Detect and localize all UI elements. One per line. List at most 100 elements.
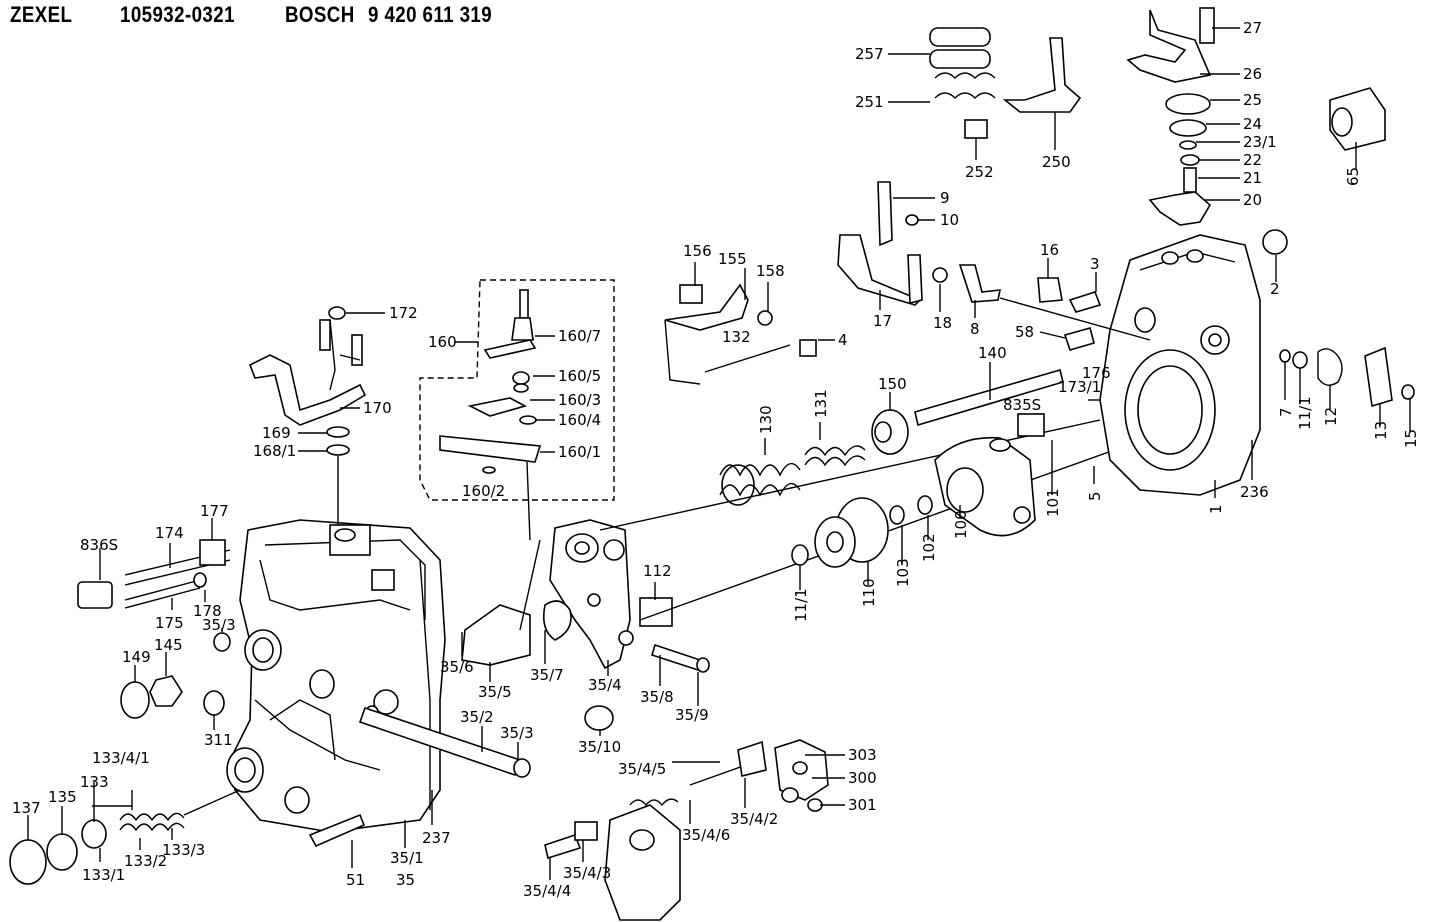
parts-836s-174-178 bbox=[77, 539, 231, 609]
callout-149: 149 bbox=[122, 648, 151, 666]
callout-8: 8 bbox=[970, 320, 980, 338]
callout-23-1: 23/1 bbox=[1243, 133, 1277, 151]
callout-155: 155 bbox=[718, 250, 747, 268]
callout-9: 9 bbox=[940, 189, 950, 207]
callout-130: 130 bbox=[757, 405, 775, 434]
callout-178: 178 bbox=[193, 602, 222, 620]
callout-131: 131 bbox=[812, 389, 830, 418]
pump-housing-rear bbox=[1099, 234, 1261, 496]
callout-835s-rear: 835S bbox=[1003, 396, 1041, 414]
callout-251: 251 bbox=[855, 93, 884, 111]
callout-101: 101 bbox=[1044, 488, 1062, 517]
callout-145: 145 bbox=[154, 636, 183, 654]
callout-11-1-front: 11/1 bbox=[792, 588, 810, 622]
callout-labels: 27 26 25 24 23/1 22 21 20 65 257 251 252… bbox=[12, 19, 1420, 900]
callout-112: 112 bbox=[643, 562, 672, 580]
spring-131 bbox=[804, 445, 866, 467]
callout-22: 22 bbox=[1243, 151, 1262, 169]
callout-103: 103 bbox=[894, 558, 912, 587]
callout-35-8: 35/8 bbox=[640, 688, 674, 706]
callout-257: 257 bbox=[855, 45, 884, 63]
callout-35-4-6: 35/4/6 bbox=[682, 826, 730, 844]
callout-150: 150 bbox=[878, 375, 907, 393]
callout-173-1: 173/1 bbox=[1058, 378, 1101, 396]
callout-133: 133 bbox=[80, 773, 109, 791]
callout-172: 172 bbox=[389, 304, 418, 322]
callout-5: 5 bbox=[1086, 491, 1104, 501]
callout-15: 15 bbox=[1402, 429, 1420, 448]
callout-133-4-1: 133/4/1 bbox=[92, 749, 150, 767]
callout-17: 17 bbox=[873, 312, 892, 330]
callout-175: 175 bbox=[155, 614, 184, 632]
callout-160-2: 160/2 bbox=[462, 482, 505, 500]
nut-145 bbox=[149, 675, 183, 707]
callout-303: 303 bbox=[848, 746, 877, 764]
callout-133-3: 133/3 bbox=[162, 841, 205, 859]
callout-2: 2 bbox=[1270, 280, 1280, 298]
callout-35-4-2: 35/4/2 bbox=[730, 810, 778, 828]
parts-155-158 bbox=[664, 283, 817, 385]
stack-20-27 bbox=[1126, 7, 1215, 226]
cover-13 bbox=[1364, 346, 1393, 408]
callout-160: 160 bbox=[428, 333, 457, 351]
washer-7 bbox=[1279, 349, 1291, 363]
callout-110: 110 bbox=[860, 578, 878, 607]
callout-35-4-4: 35/4/4 bbox=[523, 882, 571, 900]
callout-160-5: 160/5 bbox=[558, 367, 601, 385]
plug-2 bbox=[1262, 229, 1288, 255]
callout-168-1: 168/1 bbox=[253, 442, 296, 460]
header-zexel-part-number: 105932-0321 bbox=[120, 2, 235, 27]
callout-1: 1 bbox=[1207, 504, 1225, 514]
callout-58: 58 bbox=[1015, 323, 1034, 341]
callout-137: 137 bbox=[12, 799, 41, 817]
pump-housing-front bbox=[226, 519, 446, 833]
callout-11-1-rear: 11/1 bbox=[1296, 396, 1314, 430]
callout-135: 135 bbox=[48, 788, 77, 806]
springs-251-257 bbox=[929, 27, 996, 139]
callout-3: 3 bbox=[1090, 255, 1100, 273]
callout-156: 156 bbox=[683, 242, 712, 260]
callout-7: 7 bbox=[1277, 407, 1295, 417]
lever-assembly-35 bbox=[461, 519, 710, 731]
callout-174: 174 bbox=[155, 524, 184, 542]
callout-176: 176 bbox=[1082, 364, 1111, 382]
plug-835s bbox=[1017, 413, 1045, 437]
callout-35-4-3: 35/4/3 bbox=[563, 864, 611, 882]
callout-160-7: 160/7 bbox=[558, 327, 601, 345]
callout-35-9: 35/9 bbox=[675, 706, 709, 724]
bracket-250 bbox=[1002, 37, 1082, 113]
spring-12 bbox=[1317, 348, 1343, 386]
lever-9-17 bbox=[837, 181, 1001, 306]
callout-10: 10 bbox=[940, 211, 959, 229]
callout-252: 252 bbox=[965, 163, 994, 181]
spring-130 bbox=[719, 462, 801, 506]
callout-35: 35 bbox=[396, 871, 415, 889]
callout-16: 16 bbox=[1040, 241, 1059, 259]
bolt-58 bbox=[1063, 327, 1095, 351]
callout-160-4: 160/4 bbox=[558, 411, 601, 429]
shaft-140 bbox=[914, 369, 1064, 427]
callout-160-3: 160/3 bbox=[558, 391, 601, 409]
callout-12: 12 bbox=[1322, 407, 1340, 426]
callout-133-1: 133/1 bbox=[82, 866, 125, 884]
callout-27: 27 bbox=[1243, 19, 1262, 37]
shaft-35-2 bbox=[358, 706, 531, 778]
bracket-170 bbox=[248, 306, 367, 456]
assembly-133 bbox=[9, 789, 241, 885]
group-box-160 bbox=[419, 279, 615, 541]
ring-100 bbox=[934, 436, 1036, 537]
callout-35-4-5: 35/4/5 bbox=[618, 760, 666, 778]
callout-35-4: 35/4 bbox=[588, 676, 622, 694]
header-brand-bosch: BOSCH bbox=[285, 2, 355, 27]
washer-149 bbox=[120, 681, 150, 719]
callout-177: 177 bbox=[200, 502, 229, 520]
callout-140: 140 bbox=[978, 344, 1007, 362]
callout-4: 4 bbox=[838, 331, 848, 349]
plug-311 bbox=[203, 690, 225, 716]
parts-300-303 bbox=[774, 739, 829, 812]
callout-25: 25 bbox=[1243, 91, 1262, 109]
callout-21: 21 bbox=[1243, 169, 1262, 187]
callout-237: 237 bbox=[422, 829, 451, 847]
